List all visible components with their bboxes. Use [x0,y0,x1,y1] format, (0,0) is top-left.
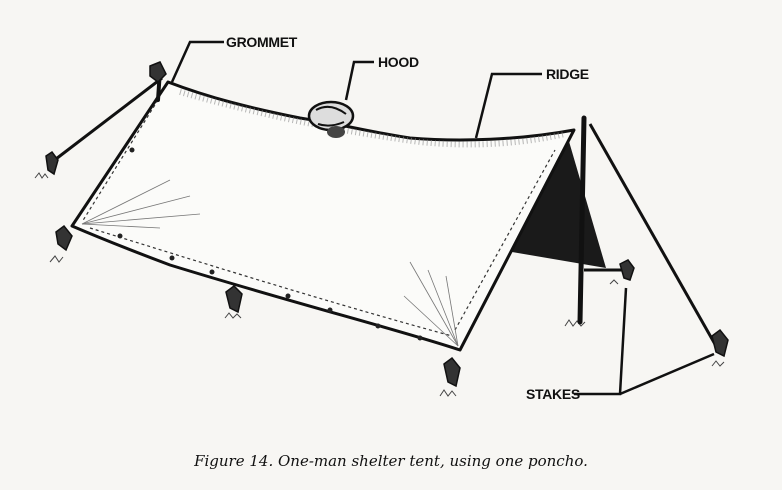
ridge-shading [179,89,566,148]
stakes [45,61,729,388]
stakes-label: STAKES [526,386,580,402]
grommet-label: GROMMET [226,34,298,50]
hood-shape [307,100,355,138]
hood-label: HOOD [378,54,419,70]
stretch-lines [81,179,459,347]
figure-caption: Figure 14. One-man shelter tent, using o… [194,452,588,470]
guy-lines [51,76,718,347]
grommet-dots [117,147,423,341]
poncho-canvas [70,80,576,352]
ridge-label: RIDGE [546,66,589,82]
leader-lines [170,40,715,396]
poncho-seam [81,99,556,337]
ground-tufts [34,172,725,397]
